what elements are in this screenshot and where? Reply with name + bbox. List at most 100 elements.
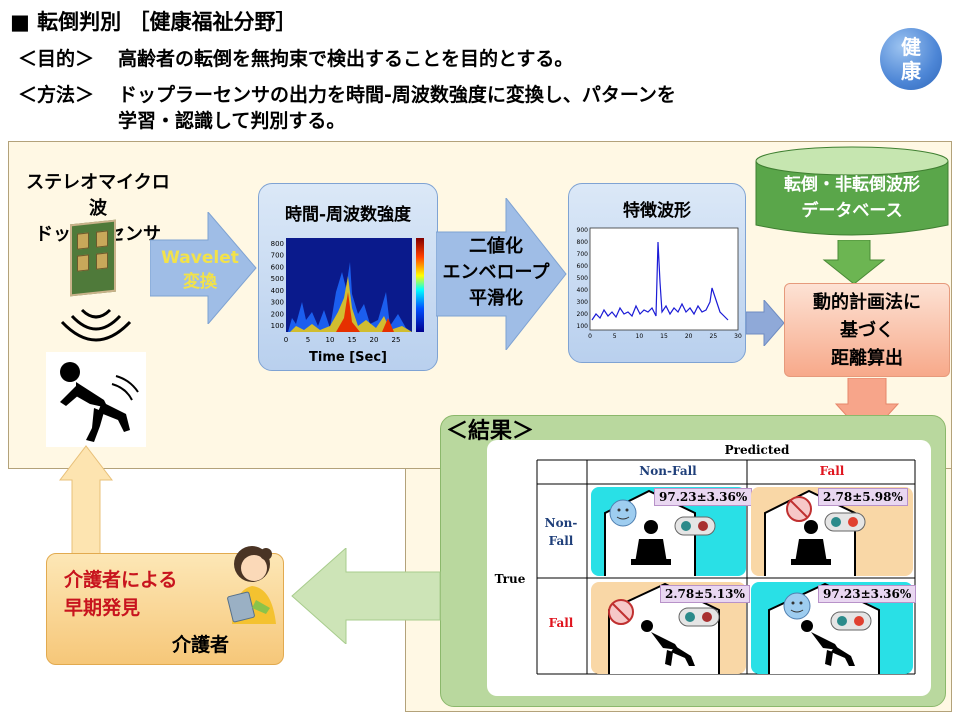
caregiver-line-2: 早期発見 xyxy=(64,597,141,619)
sitting-person-house-icon xyxy=(604,489,716,576)
y-tick-label: 600 xyxy=(577,263,589,270)
sensor-chip xyxy=(77,232,89,250)
x-tick-label: 25 xyxy=(710,333,718,340)
dp-line-2: 基づく xyxy=(840,320,894,341)
feature-waveform-title: 特徴波形 xyxy=(623,201,691,221)
y-tick-label: 700 xyxy=(577,251,589,258)
binarize-label-line-1: 二値化 xyxy=(469,236,523,257)
falling-person-house-icon xyxy=(768,582,880,674)
row-header-fall: Fall xyxy=(548,616,574,630)
caregiver-to-person-arrow xyxy=(58,445,114,555)
colorbar xyxy=(416,238,424,332)
sensor-chip xyxy=(96,230,108,248)
dp-line-3: 距離算出 xyxy=(831,348,903,369)
caregiver-line-1: 介護者による xyxy=(64,569,178,591)
col-header-nonfall: Non-Fall xyxy=(639,464,697,478)
feature-to-dp-arrow xyxy=(746,300,785,346)
dp-distance-box: 動的計画法に 基づく 距離算出 xyxy=(784,283,950,377)
falling-person-house-icon xyxy=(608,582,720,674)
badge-line-1: 健 xyxy=(901,35,921,59)
predicted-label: Predicted xyxy=(724,443,790,457)
purpose-label: ＜目的＞ xyxy=(18,48,95,70)
feature-waveform-line xyxy=(591,241,729,321)
col-header-fall: Fall xyxy=(819,464,845,478)
y-tick-label: 400 xyxy=(577,287,589,294)
x-tick-label: 5 xyxy=(613,333,617,340)
purpose-text: 高齢者の転倒を無拘束で検出することを目的とする。 xyxy=(118,48,574,70)
page-title: ■ 転倒判別 ［健康福祉分野］ xyxy=(10,10,297,34)
y-tick-label: 300 xyxy=(271,299,284,307)
x-tick-label: 15 xyxy=(660,333,668,340)
y-tick-label: 500 xyxy=(271,275,284,283)
y-tick-label: 800 xyxy=(577,239,589,246)
confusion-matrix-grid xyxy=(536,459,916,675)
spectrogram-xlabel: Time [Sec] xyxy=(309,350,387,365)
wavelet-label: Wavelet 変換 xyxy=(150,246,250,294)
true-label: True xyxy=(494,572,526,586)
method-text-2: 学習・認識して判別する。 xyxy=(118,110,346,132)
database-down-arrow xyxy=(822,240,886,284)
row-header-nonfall-line-2: Fall xyxy=(548,534,574,548)
cell-fn-value: 2.78±5.13% xyxy=(660,585,750,603)
sensor-chip xyxy=(96,252,108,270)
y-tick-label: 300 xyxy=(577,299,589,306)
cell-tn-value: 97.23±3.36% xyxy=(654,488,753,506)
method-label: ＜方法＞ xyxy=(18,84,95,106)
y-tick-label: 700 xyxy=(271,252,284,260)
x-tick-label: 0 xyxy=(588,333,592,340)
sensor-label-line-1: ステレオマイクロ波 xyxy=(26,172,170,219)
sitting-person-house-icon xyxy=(764,489,866,576)
x-tick-label: 5 xyxy=(306,336,310,344)
x-tick-label: 15 xyxy=(348,336,357,344)
database-cylinder xyxy=(755,146,949,236)
y-tick-label: 900 xyxy=(577,227,589,234)
spectrogram-peak xyxy=(336,292,360,332)
binarize-label: 二値化 エンベロープ 平滑化 xyxy=(436,234,556,312)
x-tick-label: 10 xyxy=(326,336,335,344)
spectrogram-peak xyxy=(382,318,394,332)
database-label-line-2: データベース xyxy=(801,201,903,221)
feature-waveform-plot: 900 800 700 600 500 400 300 200 100 0 5 10 15 20 25 30 xyxy=(577,227,742,340)
wavelet-label-line-2: 変換 xyxy=(183,272,217,292)
database-label: 転倒・非転倒波形 データベース xyxy=(754,172,950,224)
x-tick-label: 20 xyxy=(685,333,693,340)
doppler-sensor-board xyxy=(70,219,116,297)
wavelet-label-line-1: Wavelet xyxy=(161,248,239,268)
y-tick-label: 100 xyxy=(577,323,589,330)
row-header-nonfall-line-1: Non- xyxy=(544,516,578,530)
x-tick-label: 0 xyxy=(284,336,288,344)
health-badge: 健 康 xyxy=(880,28,942,90)
row-header-nonfall: Non- Fall xyxy=(538,514,584,550)
cell-true-fall-pred-nonfall xyxy=(591,582,746,674)
result-to-caregiver-arrow xyxy=(291,548,441,644)
y-tick-label: 600 xyxy=(271,263,284,271)
falling-person-icon xyxy=(60,362,139,442)
plot-frame xyxy=(589,227,739,331)
y-tick-label: 400 xyxy=(271,287,284,295)
database-label-line-1: 転倒・非転倒波形 xyxy=(784,175,920,195)
binarize-arrow xyxy=(436,198,567,350)
cell-fp-value: 2.78±5.98% xyxy=(818,488,908,506)
method-text-1: ドップラーセンサの出力を時間-周波数強度に変換し、パターンを xyxy=(118,84,676,106)
spectrogram-energy-high xyxy=(290,276,412,332)
y-tick-label: 800 xyxy=(271,240,284,248)
binarize-label-line-2: エンベロープ xyxy=(442,262,550,283)
cell-tp-value: 97.23±3.36% xyxy=(818,585,917,603)
dp-line-1: 動的計画法に xyxy=(813,292,921,313)
y-tick-label: 200 xyxy=(577,311,589,318)
spectrogram-title: 時間-周波数強度 xyxy=(284,205,412,225)
x-tick-label: 10 xyxy=(636,333,644,340)
x-tick-label: 20 xyxy=(370,336,379,344)
y-tick-label: 500 xyxy=(577,275,589,282)
x-tick-label: 30 xyxy=(734,333,742,340)
x-tick-label: 25 xyxy=(392,336,401,344)
caregiver-avatar xyxy=(227,546,276,624)
wavelet-arrow xyxy=(150,212,257,324)
badge-line-2: 康 xyxy=(901,59,921,83)
y-tick-label: 200 xyxy=(271,310,284,318)
radio-wave-icon xyxy=(60,308,132,342)
caregiver-role-label: 介護者 xyxy=(172,634,230,656)
results-title: ＜結果＞ xyxy=(446,419,535,444)
falling-person-image xyxy=(46,352,146,447)
